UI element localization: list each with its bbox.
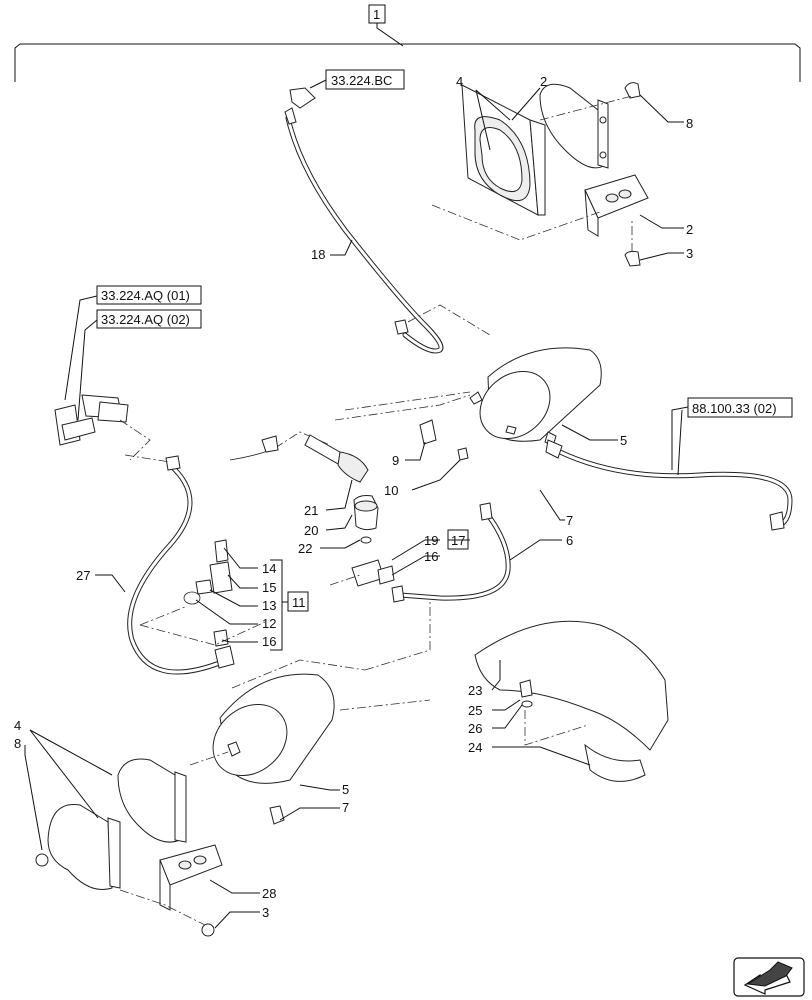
callout-13: 13 xyxy=(262,598,276,613)
lower-tank-strap-assembly xyxy=(35,758,223,937)
lower-air-tank xyxy=(189,600,431,825)
callout-5b: 5 xyxy=(342,782,349,797)
callout-8a: 8 xyxy=(686,116,693,131)
hose-6 xyxy=(329,502,511,603)
callout-16b: 16 xyxy=(262,634,276,649)
callout-26: 26 xyxy=(468,721,482,736)
callout-10: 10 xyxy=(384,483,398,498)
callout-23: 23 xyxy=(468,683,482,698)
callout-16a: 16 xyxy=(424,549,438,564)
ref-box-88[interactable]: 88.100.33 (02) xyxy=(687,397,793,418)
callout-3b: 3 xyxy=(262,905,269,920)
kit-box-11[interactable]: 11 xyxy=(287,591,309,612)
callout-15: 15 xyxy=(262,580,276,595)
callout-25: 25 xyxy=(468,703,482,718)
callout-9: 9 xyxy=(392,453,399,468)
callout-2a: 2 xyxy=(540,74,547,89)
callout-3a: 3 xyxy=(686,246,693,261)
callout-19: 19 xyxy=(424,533,438,548)
upper-tank-strap-assembly xyxy=(431,82,649,267)
ref-box-bc[interactable]: 33.224.BC xyxy=(325,69,405,90)
callout-7b: 7 xyxy=(342,800,349,815)
callout-18: 18 xyxy=(311,247,325,262)
callout-8b: 8 xyxy=(14,736,21,751)
callout-27: 27 xyxy=(76,568,90,583)
callout-28: 28 xyxy=(262,886,276,901)
kit-11-label: 11 xyxy=(292,595,306,610)
callout-21: 21 xyxy=(304,503,318,518)
callout-7a: 7 xyxy=(566,513,573,528)
callout-6: 6 xyxy=(566,533,573,548)
callout-2b: 2 xyxy=(686,222,693,237)
fender-24 xyxy=(474,620,669,782)
upper-air-tank xyxy=(469,347,602,447)
ref-box-aq01[interactable]: 33.224.AQ (01) xyxy=(96,285,202,305)
ref-aq02-label: 33.224.AQ (02) xyxy=(101,312,190,327)
callout-24: 24 xyxy=(468,740,482,755)
callout-4a: 4 xyxy=(456,74,463,89)
connectors-aq xyxy=(54,394,171,463)
hose-27 xyxy=(127,455,235,675)
assembly-bracket: 1 xyxy=(14,4,801,82)
hose-88 xyxy=(545,439,793,531)
callout-numbers: 4 2 8 2 3 18 5 9 10 7 21 20 22 19 16 6 1… xyxy=(14,74,693,920)
valve-assembly xyxy=(229,391,471,544)
assembly-ref-label: 1 xyxy=(373,7,380,22)
next-page-arrow-icon[interactable] xyxy=(733,957,805,997)
hose-18 xyxy=(284,87,491,354)
callout-14: 14 xyxy=(262,561,276,576)
fitting-kit-11 xyxy=(139,539,266,647)
callout-12: 12 xyxy=(262,616,276,631)
ref-88-label: 88.100.33 (02) xyxy=(692,401,777,416)
callout-4b: 4 xyxy=(14,718,21,733)
ref-box-aq02[interactable]: 33.224.AQ (02) xyxy=(96,309,202,329)
leader-lines xyxy=(24,79,689,929)
callout-22: 22 xyxy=(298,541,312,556)
callout-5a: 5 xyxy=(620,433,627,448)
ref-aq01-label: 33.224.AQ (01) xyxy=(101,288,190,303)
ref-bc-label: 33.224.BC xyxy=(331,73,392,88)
callout-20: 20 xyxy=(304,523,318,538)
